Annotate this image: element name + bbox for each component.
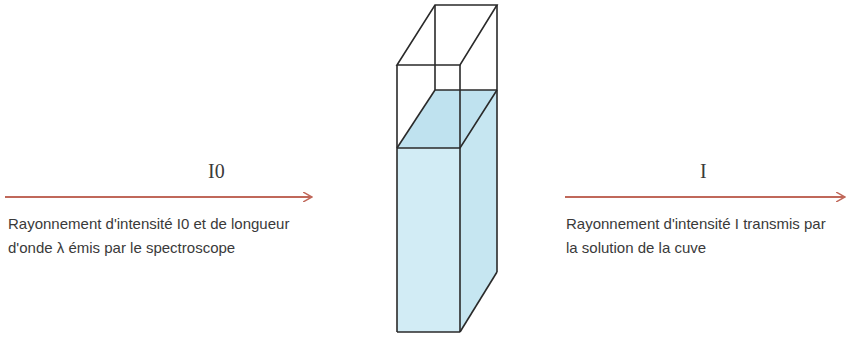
liquid-front xyxy=(397,148,460,332)
transmitted-ray xyxy=(565,196,845,198)
intensity-symbol: I xyxy=(700,160,740,182)
liquid-side xyxy=(460,90,497,332)
incident-ray-note: Rayonnement d'intensité I0 et de longueu… xyxy=(8,212,308,260)
intensity-symbol: I0 xyxy=(208,160,268,182)
transmitted-ray-note: Rayonnement d'intensité I transmis par l… xyxy=(566,212,841,260)
cuvette-outline xyxy=(397,5,497,332)
incident-ray xyxy=(5,196,312,198)
